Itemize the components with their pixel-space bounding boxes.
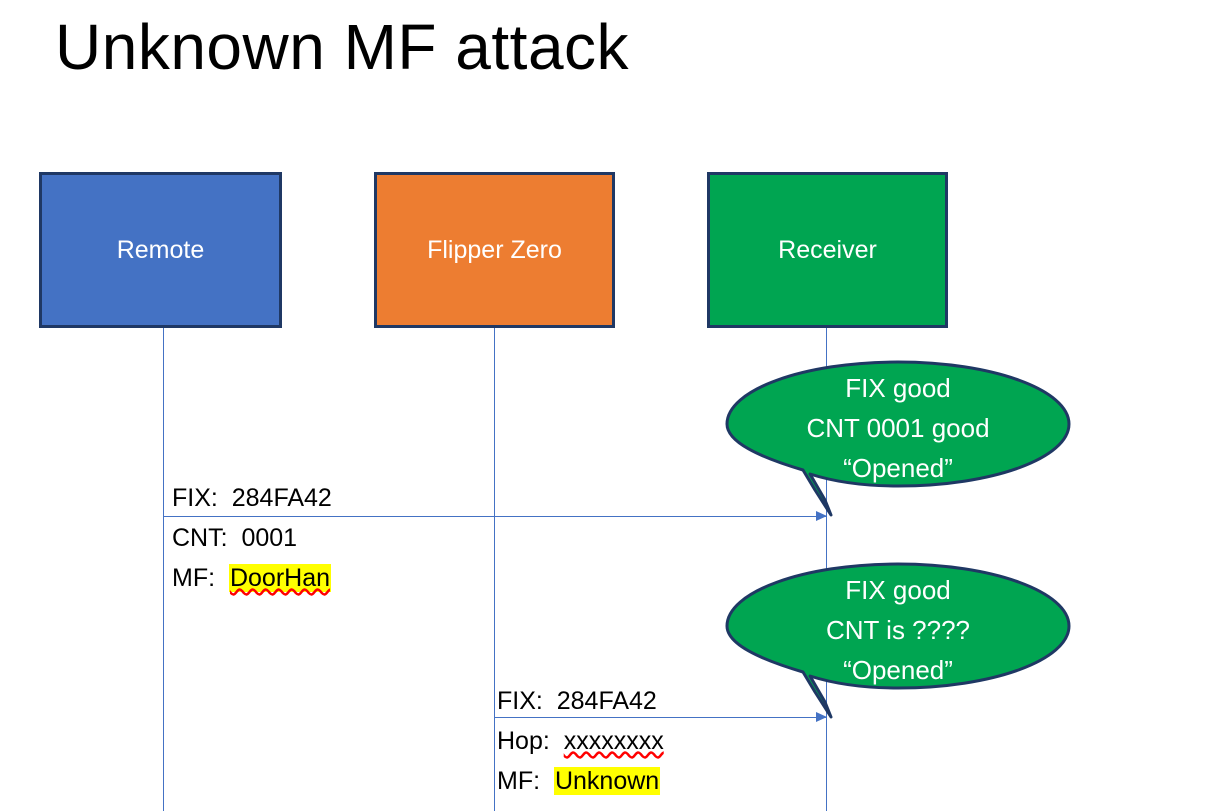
message-2-line-fix: FIX: 284FA42 <box>497 681 657 721</box>
message-1-mf-value: DoorHan <box>228 564 332 592</box>
message-arrow-flipper-to-receiver <box>494 712 827 722</box>
callout-bubble-receiver-second[interactable]: FIX good CNT is ???? “Opened” <box>725 562 1071 720</box>
callout-shape-2 <box>725 562 1071 719</box>
message-2-line-hop: Hop: xxxxxxxx <box>497 721 664 761</box>
actor-box-remote[interactable]: Remote <box>39 172 282 328</box>
arrow-head-icon <box>816 712 827 722</box>
message-arrow-remote-to-receiver <box>163 511 827 521</box>
message-2-mf-value: Unknown <box>553 767 661 795</box>
callout-shape-1 <box>725 360 1071 517</box>
lifeline-remote <box>163 328 164 811</box>
actor-label-remote: Remote <box>116 236 205 264</box>
message-1-line-cnt: CNT: 0001 <box>172 518 297 558</box>
arrow-head-icon <box>816 511 827 521</box>
message-2-fix-label: FIX: <box>497 687 550 715</box>
lifeline-flipper-zero <box>494 328 495 811</box>
message-1-line-mf: MF: DoorHan <box>172 558 332 598</box>
message-1-fix-value: 284FA42 <box>231 484 332 512</box>
message-2-fix-value: 284FA42 <box>556 687 657 715</box>
message-2-mf-label: MF: <box>497 767 547 795</box>
message-2-hop-value: xxxxxxxx <box>563 727 664 755</box>
page-title: Unknown MF attack <box>55 11 630 83</box>
actor-label-flipper-zero: Flipper Zero <box>427 236 562 264</box>
actor-label-receiver: Receiver <box>778 236 877 264</box>
actor-box-receiver[interactable]: Receiver <box>707 172 948 328</box>
message-1-cnt-label: CNT: <box>172 524 235 552</box>
message-2-line-mf: MF: Unknown <box>497 761 661 801</box>
message-1-cnt-value: 0001 <box>241 524 298 552</box>
actor-box-flipper-zero[interactable]: Flipper Zero <box>374 172 615 328</box>
message-1-line-fix: FIX: 284FA42 <box>172 478 332 518</box>
callout-bubble-receiver-first[interactable]: FIX good CNT 0001 good “Opened” <box>725 360 1071 518</box>
message-1-mf-label: MF: <box>172 564 222 592</box>
message-1-fix-label: FIX: <box>172 484 225 512</box>
message-2-hop-label: Hop: <box>497 727 557 755</box>
